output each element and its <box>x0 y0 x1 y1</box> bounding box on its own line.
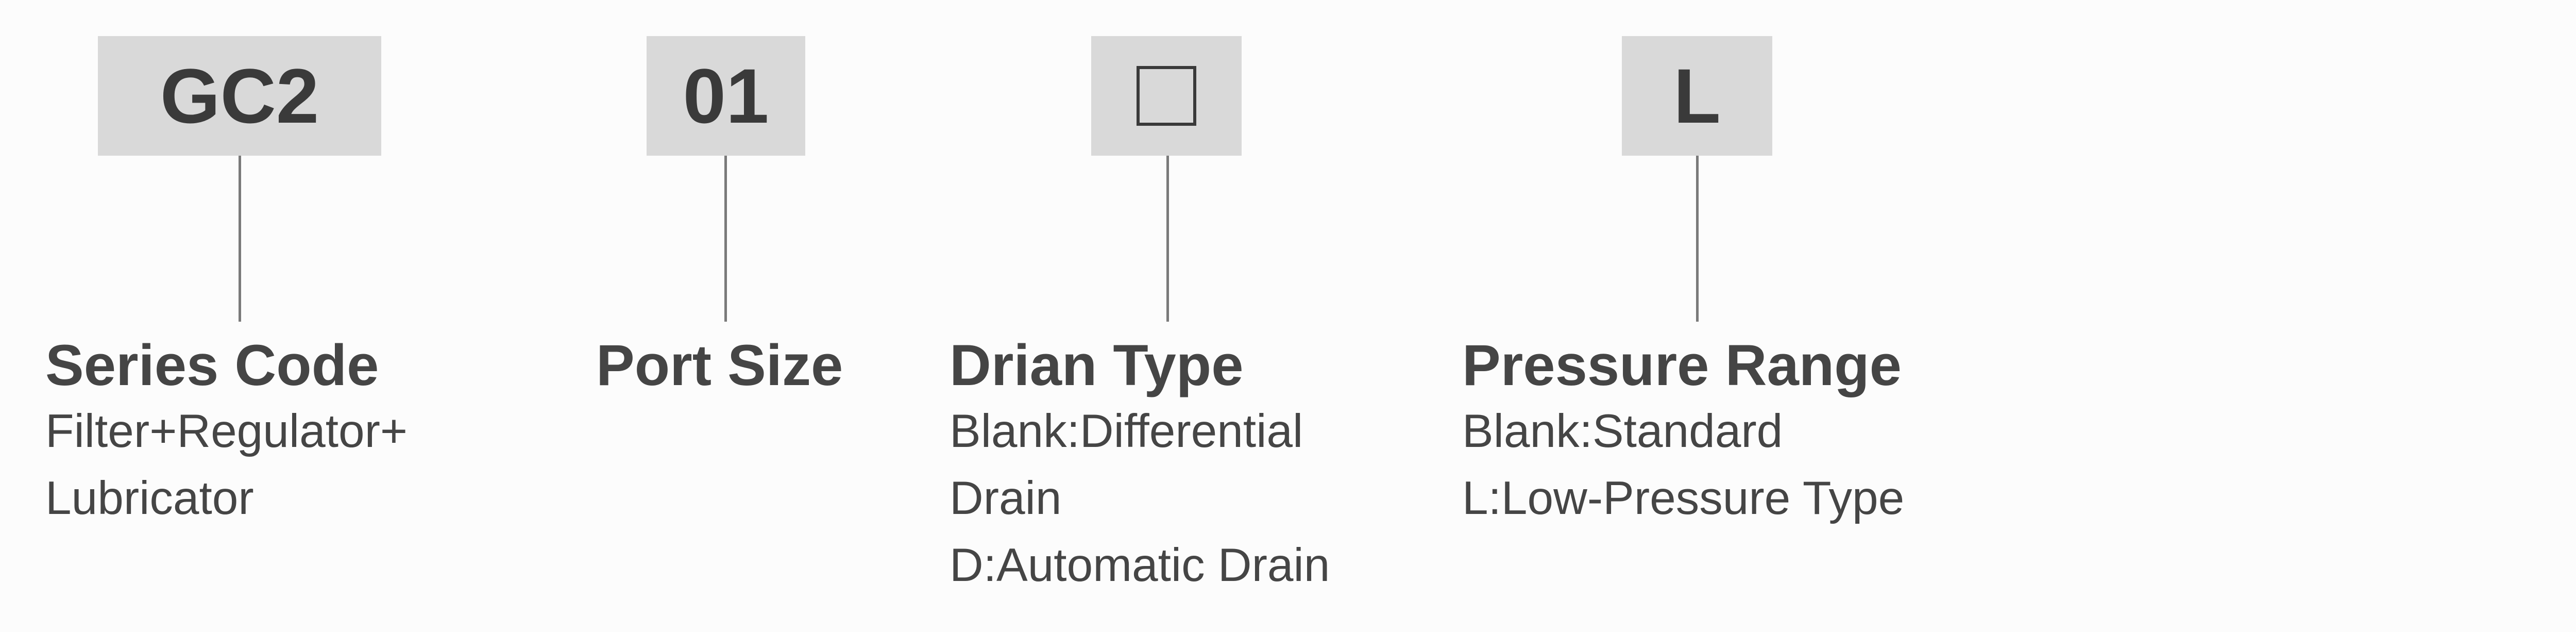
port-size-connector <box>724 156 727 322</box>
pressure-range-box: L <box>1622 36 1772 156</box>
port-size-description: Port Size <box>596 333 843 398</box>
pressure-range-line-1: Blank:Standard <box>1462 405 1783 457</box>
pressure-range-description: Pressure Range Blank:Standard L:Low-Pres… <box>1462 333 1904 532</box>
series-code-connector <box>239 156 241 322</box>
pressure-range-line-2: L:Low-Pressure Type <box>1462 472 1905 524</box>
port-size-value: 01 <box>683 52 769 139</box>
blank-square-icon <box>1137 66 1196 126</box>
drain-type-line-2: Drain <box>950 472 1062 524</box>
pressure-range-title: Pressure Range <box>1462 333 1902 397</box>
series-code-line-2: Lubricator <box>45 472 254 524</box>
series-code-value: GC2 <box>160 52 319 139</box>
drain-type-title: Drian Type <box>950 333 1244 397</box>
drain-type-line-3: D:Automatic Drain <box>950 539 1330 591</box>
drain-type-line-1: Blank:Differential <box>950 405 1303 457</box>
port-size-title: Port Size <box>596 333 843 397</box>
pressure-range-connector <box>1696 156 1699 322</box>
pressure-range-value: L <box>1673 52 1721 139</box>
series-code-title: Series Code <box>45 333 379 397</box>
series-code-description: Series Code Filter+Regulator+ Lubricator <box>45 333 408 532</box>
series-code-line-1: Filter+Regulator+ <box>45 405 408 457</box>
port-size-box: 01 <box>647 36 805 156</box>
series-code-box: GC2 <box>98 36 381 156</box>
drain-type-connector <box>1166 156 1169 322</box>
drain-type-box <box>1091 36 1242 156</box>
drain-type-description: Drian Type Blank:Differential Drain D:Au… <box>950 333 1330 599</box>
